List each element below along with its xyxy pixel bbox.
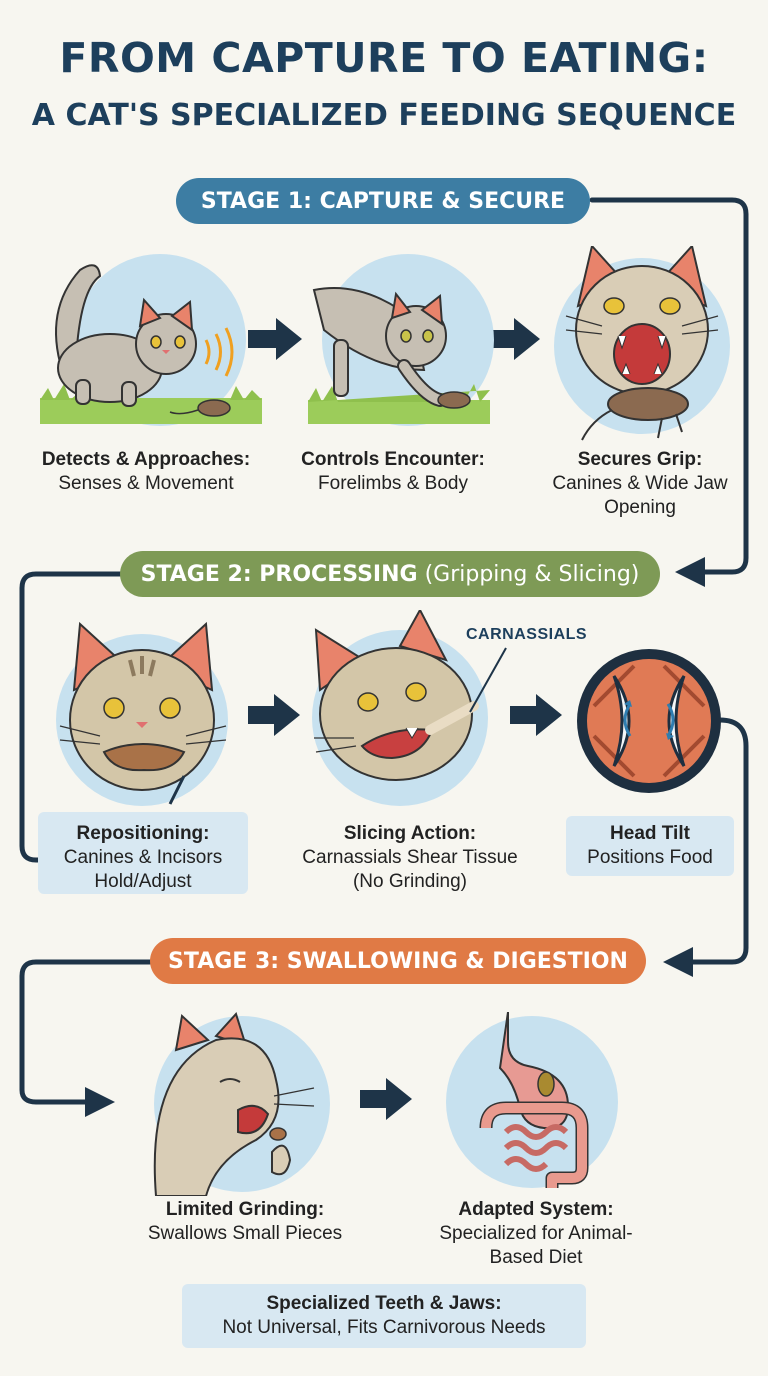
stage-2-subtitle: (Gripping & Slicing)	[424, 561, 640, 587]
cat-stalking-illustration	[40, 250, 262, 430]
stage-1-banner: STAGE 1: CAPTURE & SECURE	[176, 178, 590, 224]
connector-stage3-to-step1	[19, 959, 153, 1117]
cat-pouncing-illustration	[304, 250, 494, 430]
step-repositioning: Repositioning: Canines & Incisors Hold/A…	[63, 823, 223, 892]
cat-slicing-meat-illustration	[300, 610, 500, 810]
repositioning-box	[38, 812, 248, 894]
page-subtitle: A CAT'S SPECIALIZED FEEDING SEQUENCE	[31, 98, 737, 133]
arrow-right-icon	[510, 694, 562, 736]
page-title: FROM CAPTURE TO EATING:	[59, 34, 709, 82]
step-adapted-system: Adapted System: Specialized for Animal-B…	[439, 1199, 633, 1268]
summary-text: Specialized Teeth & Jaws: Not Universal,…	[222, 1293, 546, 1338]
head-tilt-jaw-icon	[574, 646, 724, 796]
step-limited-grinding: Limited Grinding: Swallows Small Pieces	[147, 1199, 343, 1244]
cat-open-jaw-illustration	[552, 246, 732, 446]
stage-2-banner: STAGE 2: PROCESSING (Gripping & Slicing)	[120, 551, 660, 597]
stage-3-banner: STAGE 3: SWALLOWING & DIGESTION	[150, 938, 646, 984]
cat-holding-food-illustration	[50, 616, 236, 816]
step-slicing-action: Slicing Action: Carnassials Shear Tissue…	[302, 823, 518, 892]
head-tilt-box	[566, 816, 734, 876]
carnassials-label: CARNASSIALS	[466, 626, 588, 643]
arrow-right-icon	[360, 1078, 412, 1120]
step-head-tilt: Head Tilt Positions Food	[587, 823, 713, 868]
step-controls-encounter: Controls Encounter: Forelimbs & Body	[301, 449, 485, 494]
step-detects-approaches: Detects & Approaches: Senses & Movement	[41, 449, 251, 494]
summary-box	[182, 1284, 586, 1348]
arrow-right-icon	[488, 318, 540, 360]
digestive-system-illustration	[442, 1012, 622, 1192]
cat-swallowing-illustration	[146, 1010, 336, 1196]
arrow-right-icon	[248, 694, 300, 736]
step-secures-grip: Secures Grip: Canines & Wide Jaw Opening	[552, 449, 728, 518]
